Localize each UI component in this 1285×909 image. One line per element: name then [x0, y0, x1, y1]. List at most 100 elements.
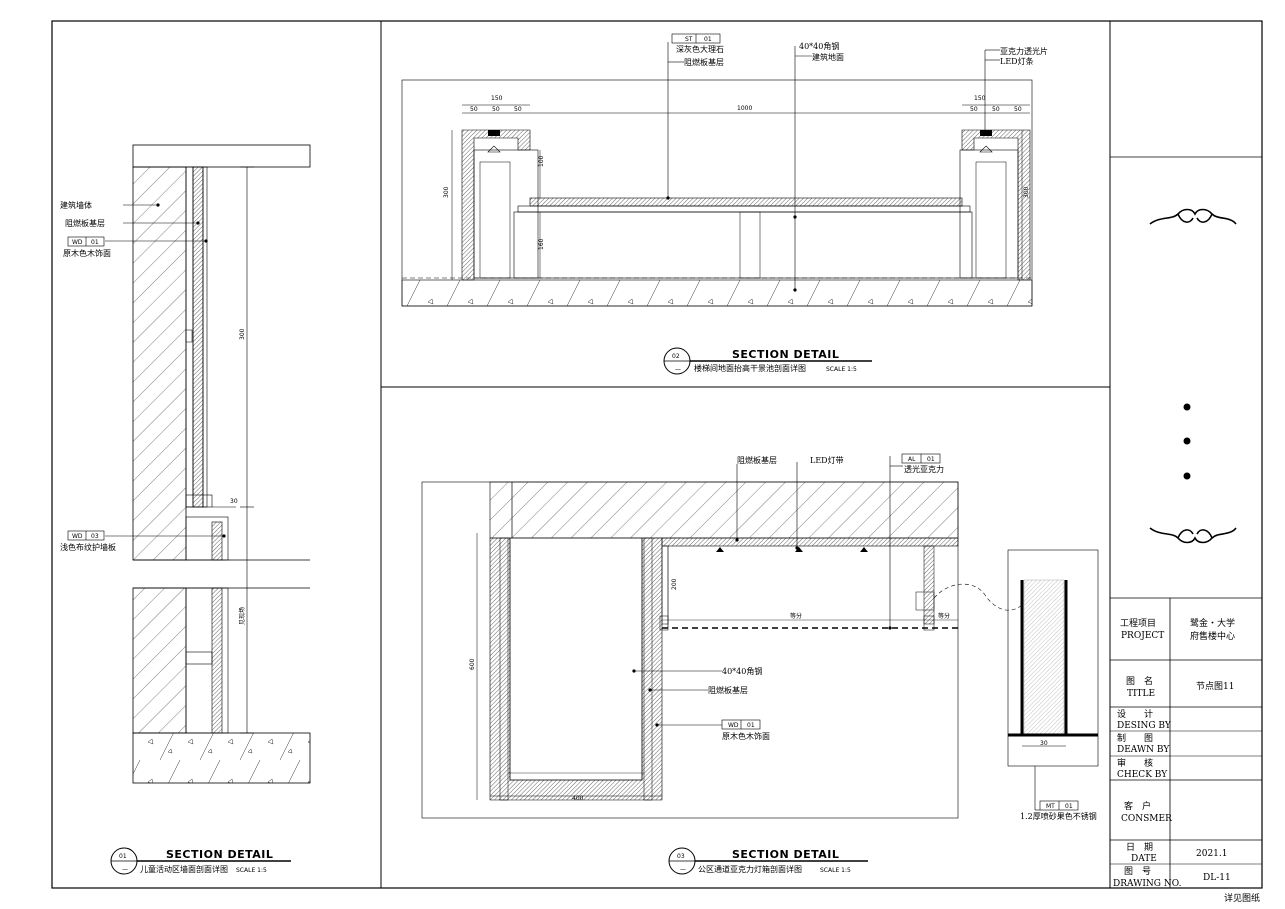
- title-value: 节点图11: [1196, 681, 1234, 692]
- detail-01-labels: 建筑墙体 阻燃板基层 WD 01 原木色木饰面 WD 03 浅色布纹护墙板 30…: [60, 200, 246, 625]
- tag-wd-01-b: 01: [91, 239, 99, 246]
- drawing-no-label-en: DRAWING NO.: [1113, 879, 1182, 889]
- dim-d50a: 50: [470, 106, 478, 113]
- dim-side: 等分: [938, 612, 950, 620]
- design-label-en: DESING BY: [1117, 721, 1172, 731]
- dim-w150b: 150: [974, 95, 986, 102]
- check-label: 审 核: [1117, 757, 1153, 769]
- tag-st-a: ST: [685, 36, 693, 43]
- client-label: 客 户: [1124, 800, 1151, 812]
- detail-03-number: 03: [677, 853, 685, 860]
- detail-01-scale: SCALE 1:5: [236, 867, 267, 874]
- tag-wd-03-a: WD: [72, 533, 83, 540]
- tag-st-b: 01: [704, 36, 712, 43]
- label-wood: 原木色木饰面: [722, 731, 770, 741]
- detail-03-scale: SCALE 1:5: [820, 867, 851, 874]
- footer-note: 详见图纸: [1224, 892, 1260, 904]
- detail-02-drawing: [401, 33, 1033, 307]
- label-board: 阻燃板基层: [708, 685, 748, 695]
- svg-text:—: —: [122, 866, 128, 873]
- title-block-text: 工程项目 PROJECT 鹭金・大学 府售楼中心 图 名 TITLE 节点图11…: [1113, 617, 1235, 889]
- dim-d50d: 50: [970, 106, 978, 113]
- tag-mt-b: 01: [1065, 803, 1073, 810]
- ornament-top-icon: [1149, 208, 1237, 225]
- detail-01-number: 01: [119, 853, 127, 860]
- label-acrylic: 透光亚克力: [904, 464, 944, 474]
- label-led-strip: LED灯带: [810, 455, 844, 465]
- title-block: [1110, 156, 1262, 888]
- svg-text:—: —: [680, 866, 686, 873]
- ornament-bottom-icon: [1149, 527, 1237, 544]
- dim-h300a: 300: [443, 186, 450, 198]
- detail-01-drawing: [67, 144, 311, 784]
- dim-h600: 600: [469, 658, 476, 670]
- dim-h100: 100: [538, 155, 545, 167]
- dim-small: 30: [1040, 740, 1048, 747]
- project-value-1: 鹭金・大学: [1190, 617, 1235, 629]
- dim-h200: 200: [671, 578, 678, 590]
- tag-mt-a: MT: [1046, 803, 1055, 810]
- date-label: 日 期: [1126, 842, 1153, 853]
- dim-w400: 400: [572, 795, 584, 802]
- dim-low: 见现场: [238, 607, 246, 625]
- detail-02-title: 02 — SECTION DETAIL 楼梯间地面抬高干景池剖面详图 SCALE…: [663, 347, 872, 375]
- bullet-dot-1: [1183, 403, 1191, 411]
- dim-span: 等分: [790, 612, 802, 620]
- tag-wd-a: WD: [728, 722, 739, 729]
- label-acrylic: 亚克力透光片: [1000, 46, 1048, 56]
- label-wood-finish: 原木色木饰面: [63, 248, 111, 258]
- tag-wd-b: 01: [747, 722, 755, 729]
- label-floor: 建筑地面: [812, 52, 844, 62]
- dim-d50e: 50: [992, 106, 1000, 113]
- label-led: LED灯条: [1000, 56, 1034, 66]
- tag-al-a: AL: [908, 456, 916, 463]
- drawn-label: 制 图: [1117, 732, 1153, 744]
- detail-03-heading: SECTION DETAIL: [732, 848, 839, 861]
- date-label-en: DATE: [1131, 854, 1157, 864]
- tag-wd-03-b: 03: [91, 533, 99, 540]
- detail-01-caption: 儿童活动区墙面剖面详图: [140, 864, 228, 874]
- label-steel-strip: 1.2厚喷砂果色不锈钢: [1020, 811, 1097, 821]
- project-label: 工程项目: [1120, 618, 1156, 629]
- detail-03-labels: 阻燃板基层 LED灯带 AL 01 透光亚克力 40*40角钢 阻燃板基层 WD…: [469, 455, 1097, 821]
- date-value: 2021.1: [1196, 849, 1228, 859]
- dim-span: 1000: [737, 105, 752, 112]
- label-marble: 深灰色大理石: [676, 44, 724, 54]
- detail-03-drawing: [421, 453, 1099, 819]
- detail-02-number: 02: [672, 353, 680, 360]
- detail-02-heading: SECTION DETAIL: [732, 348, 839, 361]
- bullet-dot-2: [1183, 437, 1191, 445]
- dim-d50b: 50: [492, 106, 500, 113]
- dim-w150a: 150: [491, 95, 503, 102]
- design-label: 设 计: [1117, 708, 1153, 720]
- dim-d50c: 50: [514, 106, 522, 113]
- label-board-top: 阻燃板基层: [737, 455, 777, 465]
- drawing-no-value: DL-11: [1203, 873, 1231, 883]
- svg-text:—: —: [675, 366, 681, 373]
- title-label: 图 名: [1126, 675, 1153, 687]
- bullet-dot-3: [1183, 472, 1191, 480]
- detail-03-caption: 公区通道亚克力灯箱剖面详图: [698, 864, 802, 874]
- drawing-no-label: 图 号: [1124, 866, 1151, 877]
- tag-al-b: 01: [927, 456, 935, 463]
- dim-d50f: 50: [1014, 106, 1022, 113]
- dim-small: 30: [230, 498, 238, 505]
- tag-wd-01-a: WD: [72, 239, 83, 246]
- sheet-frame: [51, 20, 1263, 889]
- detail-01-title: 01 — SECTION DETAIL 儿童活动区墙面剖面详图 SCALE 1:…: [110, 847, 291, 875]
- label-fabric-panel: 浅色布纹护墙板: [60, 542, 116, 552]
- detail-02-labels: ST 01 深灰色大理石 阻燃板基层 40*40角钢 建筑地面 亚克力透光片 L…: [443, 36, 1048, 250]
- dim-h300b: 300: [1023, 186, 1030, 198]
- label-steel: 40*40角钢: [722, 666, 762, 676]
- detail-02-scale: SCALE 1:5: [826, 366, 857, 373]
- dim-height: 300: [239, 328, 246, 340]
- detail-01-heading: SECTION DETAIL: [166, 848, 273, 861]
- project-label-en: PROJECT: [1121, 631, 1164, 641]
- dim-h160: 160: [538, 238, 545, 250]
- label-board: 阻燃板基层: [65, 218, 105, 228]
- title-label-en: TITLE: [1127, 689, 1155, 699]
- label-board: 阻燃板基层: [684, 57, 724, 67]
- project-value-2: 府售楼中心: [1190, 630, 1235, 642]
- drawn-label-en: DEAWN BY: [1117, 745, 1170, 755]
